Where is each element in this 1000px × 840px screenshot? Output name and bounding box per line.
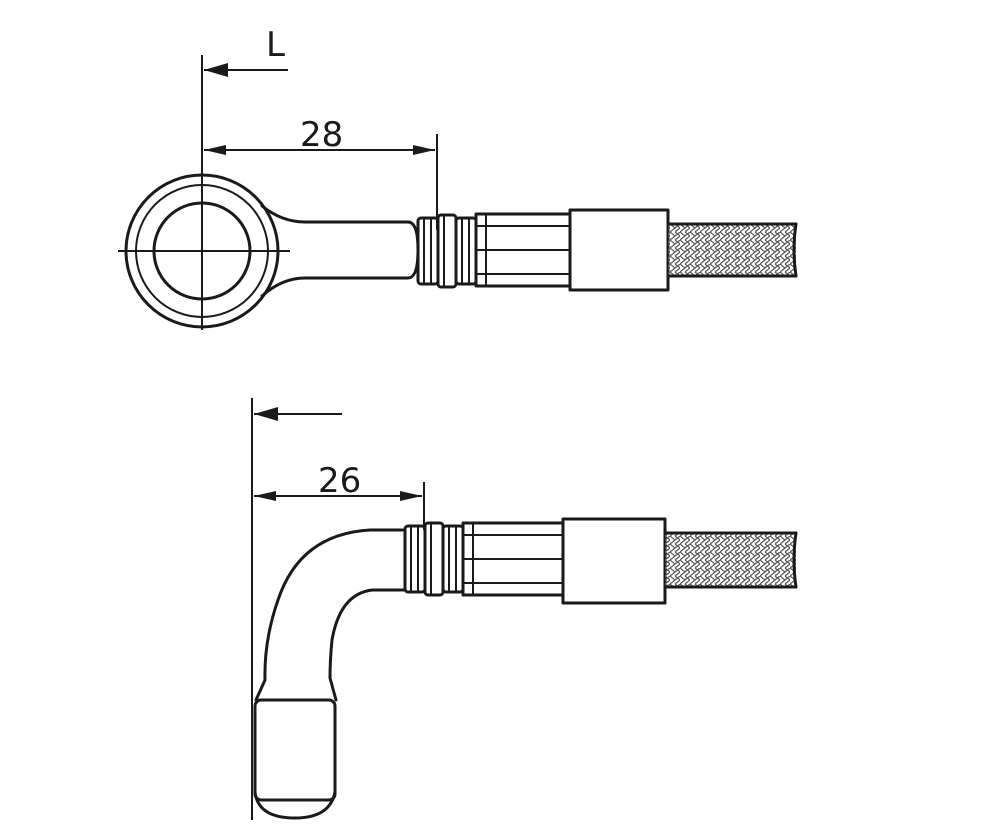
banjo-eye <box>118 173 290 329</box>
collar-nut-bottom <box>403 521 465 597</box>
length-dimension-top: 28 <box>204 115 438 230</box>
offset-label: L <box>266 25 285 65</box>
banjo-fitting: L 28 <box>118 25 798 330</box>
ribbed-ferrule-bottom <box>461 521 565 597</box>
offset-dimension: L <box>201 25 288 330</box>
braided-hose <box>666 222 798 278</box>
elbow-tube <box>254 528 407 702</box>
ribbed-ferrule <box>474 212 572 288</box>
offset-dimension-bottom <box>251 398 342 820</box>
collar-nut <box>416 213 478 289</box>
elbow-end-block <box>253 698 337 820</box>
hose-sleeve <box>568 208 670 292</box>
elbow-fitting: 26 <box>251 398 798 820</box>
length-dimension-bottom: 26 <box>254 461 425 530</box>
length-label-bottom: 26 <box>318 461 361 501</box>
braided-hose-bottom <box>663 531 798 589</box>
length-label-top: 28 <box>300 115 343 155</box>
hose-sleeve-bottom <box>561 517 667 605</box>
